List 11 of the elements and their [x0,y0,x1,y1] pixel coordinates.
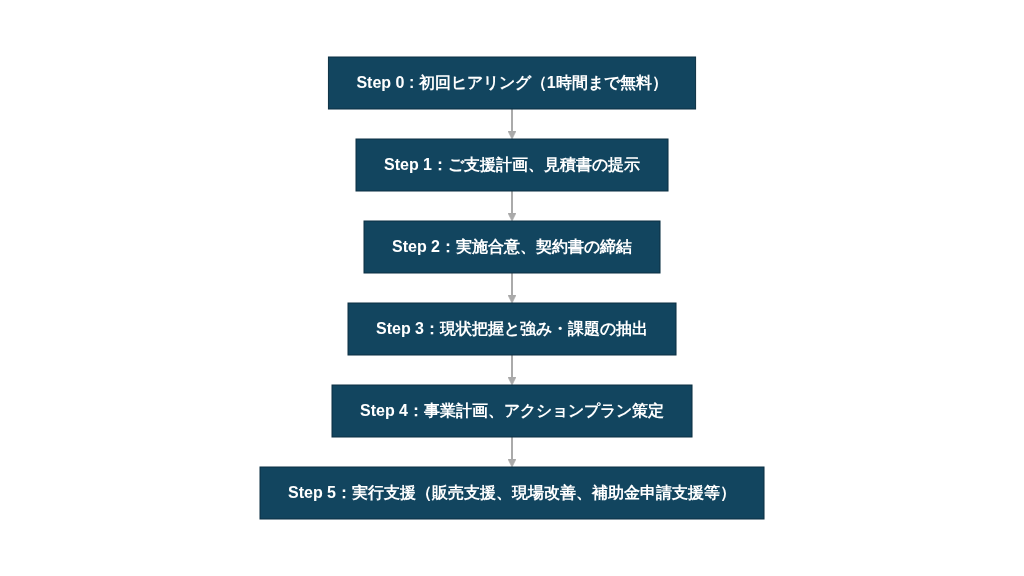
node-box: Step 3：現状把握と強み・課題の抽出 [347,302,677,356]
arrow [507,272,517,304]
arrow [507,190,517,222]
arrow [507,354,517,386]
node-box: Step 1：ご支援計画、見積書の提示 [355,138,669,192]
node-box: Step 2：実施合意、契約書の締結 [363,220,661,274]
node-box: Step 5：実行支援（販売支援、現場改善、補助金申請支援等） [259,466,765,520]
arrow [507,108,517,140]
node-box: Step 0 : 初回ヒアリング（1時間まで無料） [327,56,697,110]
arrow [507,436,517,468]
node-box: Step 4：事業計画、アクションプラン策定 [331,384,693,438]
